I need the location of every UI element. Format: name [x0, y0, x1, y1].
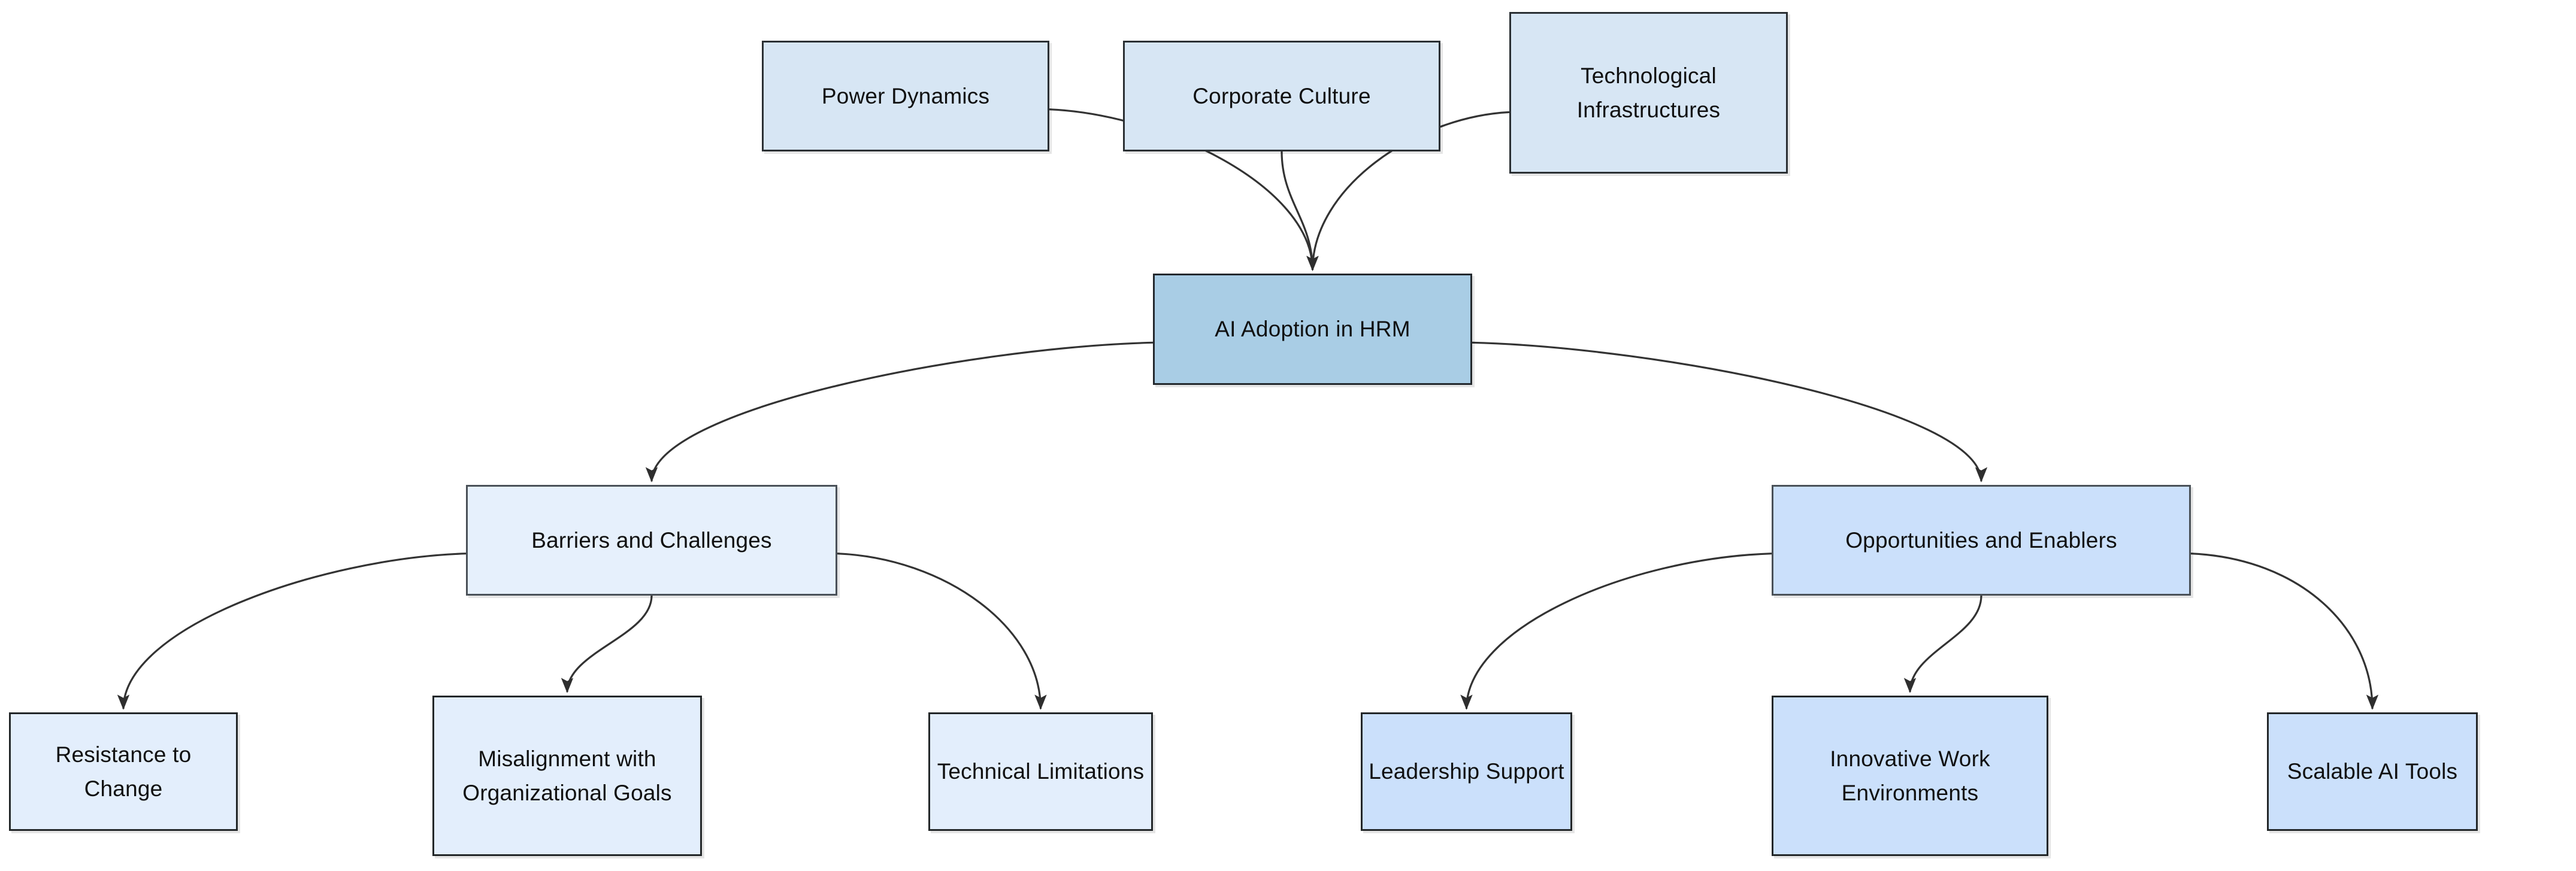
node-label: Barriers and Challenges: [531, 527, 772, 553]
node-label: Technical Limitations: [937, 759, 1145, 784]
node-power_dynamics[interactable]: Power Dynamics: [762, 41, 1049, 151]
edge-opportunities-to-scalable_ai: [2190, 553, 2379, 710]
node-scalable_ai[interactable]: Scalable AI Tools: [2267, 712, 2478, 831]
node-label: Opportunities and Enablers: [1845, 527, 2117, 553]
node-label: Scalable AI Tools: [2287, 759, 2458, 784]
node-resistance[interactable]: Resistance to Change: [9, 712, 238, 831]
edge-corporate_culture-to-ai_adoption_hrm: [1281, 151, 1319, 271]
edge-barriers-to-tech_limitations: [837, 553, 1047, 710]
node-label: Corporate Culture: [1192, 83, 1371, 108]
node-leadership[interactable]: Leadership Support: [1361, 712, 1572, 831]
edge-barriers-to-resistance: [117, 553, 467, 710]
node-label: Innovative Work Environments: [1830, 746, 1990, 805]
node-barriers[interactable]: Barriers and Challenges: [466, 485, 837, 596]
node-tech_limitations[interactable]: Technical Limitations: [928, 712, 1153, 831]
node-innovative_work[interactable]: Innovative Work Environments: [1772, 696, 2048, 856]
node-misalignment[interactable]: Misalignment with Organizational Goals: [432, 696, 702, 856]
edge-opportunities-to-leadership: [1460, 553, 1772, 710]
node-opportunities[interactable]: Opportunities and Enablers: [1772, 485, 2191, 596]
node-label: Resistance to Change: [55, 742, 192, 801]
node-label: Misalignment with Organizational Goals: [462, 746, 672, 805]
node-ai_adoption_hrm[interactable]: AI Adoption in HRM: [1153, 274, 1472, 385]
edge-opportunities-to-innovative_work: [1903, 595, 1982, 693]
edge-ai_adoption_hrm-to-opportunities: [1472, 341, 1988, 482]
node-label: Power Dynamics: [821, 83, 990, 108]
node-tech_infra[interactable]: Technological Infrastructures: [1509, 12, 1788, 174]
node-corporate_culture[interactable]: Corporate Culture: [1123, 41, 1440, 151]
node-label: Leadership Support: [1369, 759, 1564, 784]
edge-barriers-to-misalignment: [561, 595, 653, 693]
edge-ai_adoption_hrm-to-barriers: [645, 341, 1154, 482]
node-label: AI Adoption in HRM: [1215, 317, 1410, 342]
node-label: Technological Infrastructures: [1576, 63, 1721, 122]
